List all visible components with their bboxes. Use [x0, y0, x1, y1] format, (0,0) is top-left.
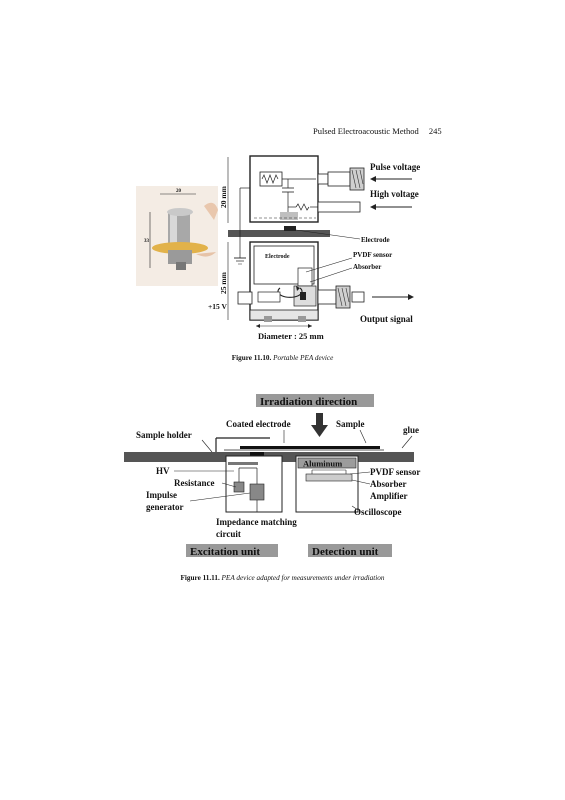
dim-height-bottom: 25 mm	[219, 271, 228, 294]
figure-11-11: Irradiation direction Coated electrode S…	[124, 394, 420, 558]
label-impulse-generator-2: generator	[146, 502, 183, 512]
label-supply: +15 V	[208, 302, 228, 311]
label-high-voltage: High voltage	[370, 189, 419, 199]
label-pvdf-sensor-2: PVDF sensor	[370, 467, 420, 477]
label-absorber-2: Absorber	[370, 479, 407, 489]
photo-dim-side: 33	[144, 239, 150, 244]
figure-11-10: 20 33 20 mm 25 mm Pulse voltage High vo	[136, 155, 420, 341]
label-output-signal: Output signal	[360, 314, 413, 324]
caption-11-number: Figure 11.11.	[180, 574, 220, 582]
caption-10-number: Figure 11.10.	[231, 354, 272, 362]
label-oscilloscope: Oscilloscope	[354, 507, 402, 517]
label-excitation-unit: Excitation unit	[190, 546, 260, 558]
top-housing	[249, 155, 319, 223]
photo-dim-top: 20	[176, 189, 182, 194]
label-coated-electrode: Coated electrode	[226, 419, 291, 429]
label-sample: Sample	[336, 419, 365, 429]
label-hv: HV	[156, 466, 170, 476]
label-electrode-inner: Electrode	[265, 254, 290, 260]
device-photo: 20 33	[136, 186, 218, 286]
label-sample-holder: Sample holder	[136, 430, 192, 440]
caption-10-text: Portable PEA device	[273, 354, 334, 362]
label-impedance-2: circuit	[216, 529, 241, 539]
hv-connector	[317, 201, 361, 213]
pulse-connector	[317, 167, 365, 191]
page-number: 245	[428, 126, 442, 136]
caption-figure-11-11: Figure 11.11. PEA device adapted for mea…	[0, 574, 565, 582]
label-resistance: Resistance	[174, 478, 215, 488]
label-impulse-generator-1: Impulse	[146, 490, 177, 500]
label-pulse-voltage: Pulse voltage	[370, 162, 420, 172]
label-diameter: Diameter : 25 mm	[258, 331, 324, 341]
dim-height-top: 20 mm	[219, 185, 228, 208]
label-detection-unit: Detection unit	[312, 546, 379, 558]
label-glue: glue	[403, 425, 419, 435]
caption-figure-11-10: Figure 11.10. Portable PEA device	[0, 354, 565, 362]
label-aluminum: Aluminum	[303, 459, 342, 469]
label-absorber: Absorber	[353, 263, 381, 271]
label-impedance-1: Impedance matching	[216, 517, 297, 527]
bottom-housing: Electrode	[249, 241, 319, 322]
running-title: Pulsed Electroacoustic Method	[313, 126, 419, 136]
label-electrode: Electrode	[361, 236, 390, 244]
label-amplifier: Amplifier	[370, 491, 408, 501]
label-irradiation-direction: Irradiation direction	[260, 396, 357, 408]
label-pvdf-sensor: PVDF sensor	[353, 251, 392, 259]
running-header: Pulsed Electroacoustic Method 245	[313, 126, 442, 136]
caption-11-text: PEA device adapted for measurements unde…	[221, 574, 385, 582]
